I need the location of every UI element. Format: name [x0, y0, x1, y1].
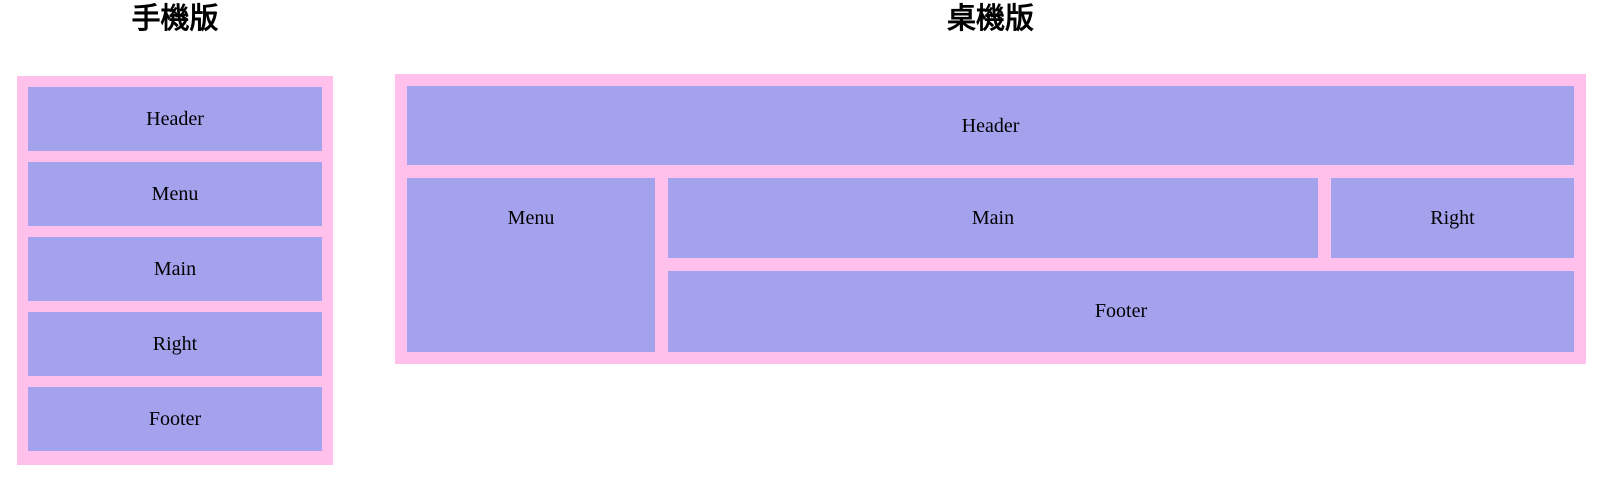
mobile-box-main: Main — [28, 237, 322, 301]
desktop-box-right: Right — [1331, 178, 1574, 258]
desktop-box-main: Main — [668, 178, 1318, 258]
desktop-box-menu: Menu — [407, 178, 655, 352]
desktop-layout-container: Header Menu Main Right Footer — [395, 74, 1586, 364]
mobile-box-header: Header — [28, 87, 322, 151]
mobile-version-title: 手機版 — [131, 3, 219, 35]
desktop-box-header: Header — [407, 86, 1574, 165]
desktop-version-title: 桌機版 — [946, 3, 1034, 35]
mobile-box-menu: Menu — [28, 162, 322, 226]
mobile-box-footer: Footer — [28, 387, 322, 451]
desktop-box-footer: Footer — [668, 271, 1574, 352]
mobile-layout-container: Header Menu Main Right Footer — [17, 76, 333, 465]
mobile-box-right: Right — [28, 312, 322, 376]
